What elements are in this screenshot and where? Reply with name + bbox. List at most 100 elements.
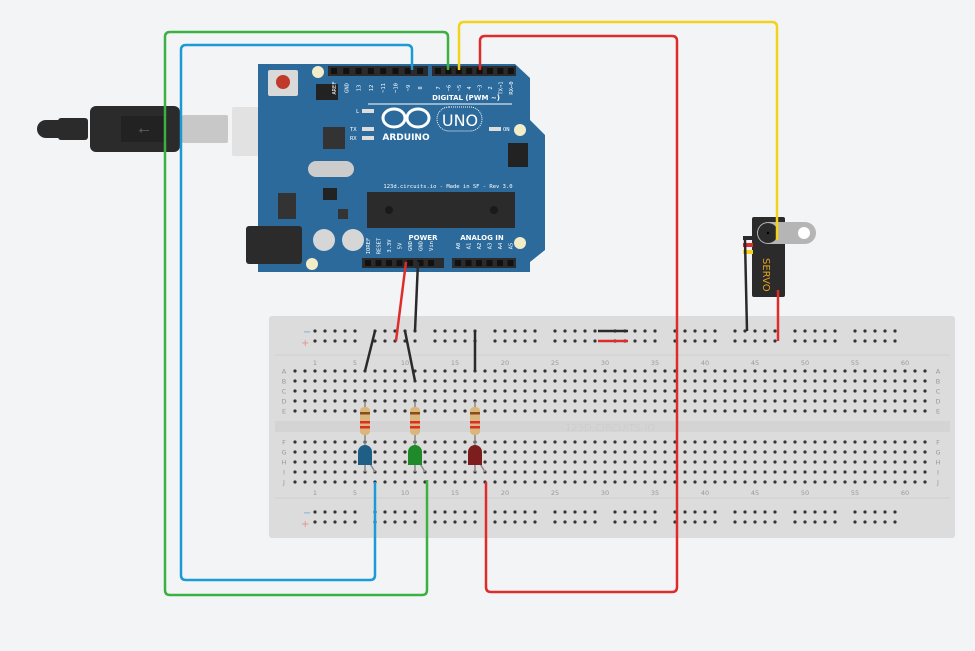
breadboard-hole[interactable] [743,409,747,413]
breadboard-hole[interactable] [873,470,877,474]
rail-hole[interactable] [773,510,777,514]
rail-hole[interactable] [563,510,567,514]
breadboard-hole[interactable] [453,470,457,474]
breadboard-hole[interactable] [923,440,927,444]
breadboard-hole[interactable] [833,369,837,373]
rail-hole[interactable] [593,510,597,514]
breadboard-hole[interactable] [713,379,717,383]
breadboard-hole[interactable] [373,379,377,383]
breadboard-hole[interactable] [923,450,927,454]
breadboard-hole[interactable] [553,399,557,403]
led[interactable] [408,445,422,465]
breadboard-hole[interactable] [553,369,557,373]
rail-hole[interactable] [803,510,807,514]
breadboard-hole[interactable] [553,409,557,413]
breadboard-hole[interactable] [913,389,917,393]
breadboard-hole[interactable] [743,379,747,383]
breadboard-hole[interactable] [703,470,707,474]
breadboard-hole[interactable] [683,440,687,444]
breadboard-hole[interactable] [763,480,767,484]
breadboard-hole[interactable] [423,460,427,464]
rail-hole[interactable] [533,329,537,333]
rail-hole[interactable] [493,329,497,333]
breadboard-hole[interactable] [693,409,697,413]
breadboard-hole[interactable] [373,450,377,454]
breadboard-hole[interactable] [373,399,377,403]
breadboard-hole[interactable] [453,440,457,444]
rail-hole[interactable] [453,329,457,333]
breadboard-hole[interactable] [433,379,437,383]
breadboard-hole[interactable] [723,440,727,444]
breadboard-hole[interactable] [383,460,387,464]
breadboard-hole[interactable] [573,460,577,464]
breadboard-hole[interactable] [853,480,857,484]
rail-hole[interactable] [643,339,647,343]
breadboard-hole[interactable] [833,480,837,484]
rail-hole[interactable] [873,510,877,514]
rail-hole[interactable] [753,520,757,524]
breadboard-hole[interactable] [513,409,517,413]
breadboard-hole[interactable] [403,460,407,464]
red-wire[interactable] [478,34,679,594]
rail-hole[interactable] [493,510,497,514]
breadboard-hole[interactable] [353,409,357,413]
breadboard-hole[interactable] [323,399,327,403]
breadboard-hole[interactable] [733,399,737,403]
breadboard-hole[interactable] [803,440,807,444]
breadboard-hole[interactable] [603,440,607,444]
breadboard-hole[interactable] [913,450,917,454]
breadboard-hole[interactable] [593,460,597,464]
breadboard-hole[interactable] [633,470,637,474]
rail-hole[interactable] [803,329,807,333]
rail-hole[interactable] [573,510,577,514]
breadboard-hole[interactable] [493,389,497,393]
breadboard-hole[interactable] [573,389,577,393]
rail-hole[interactable] [383,329,387,333]
breadboard-hole[interactable] [793,409,797,413]
breadboard-hole[interactable] [803,389,807,393]
breadboard-hole[interactable] [463,480,467,484]
breadboard-hole[interactable] [613,379,617,383]
breadboard-hole[interactable] [393,440,397,444]
rail-hole[interactable] [523,520,527,524]
rail-hole[interactable] [703,329,707,333]
breadboard-hole[interactable] [763,470,767,474]
breadboard-hole[interactable] [743,470,747,474]
breadboard-hole[interactable] [843,369,847,373]
rail-hole[interactable] [653,339,657,343]
breadboard-hole[interactable] [653,389,657,393]
rail-hole[interactable] [703,339,707,343]
breadboard-hole[interactable] [853,399,857,403]
breadboard-hole[interactable] [323,379,327,383]
header-pin[interactable] [445,68,452,74]
breadboard-hole[interactable] [703,440,707,444]
jumper-wire[interactable] [403,330,417,382]
breadboard-hole[interactable] [333,369,337,373]
breadboard-hole[interactable] [593,470,597,474]
rail-hole[interactable] [623,520,627,524]
breadboard-hole[interactable] [743,480,747,484]
breadboard-hole[interactable] [633,460,637,464]
breadboard-hole[interactable] [403,440,407,444]
breadboard-hole[interactable] [483,409,487,413]
breadboard-hole[interactable] [833,450,837,454]
breadboard-hole[interactable] [783,470,787,474]
breadboard-hole[interactable] [293,470,297,474]
breadboard-hole[interactable] [913,369,917,373]
breadboard-hole[interactable] [723,450,727,454]
breadboard-hole[interactable] [403,409,407,413]
breadboard-hole[interactable] [303,379,307,383]
rail-hole[interactable] [583,329,587,333]
breadboard-hole[interactable] [323,480,327,484]
breadboard-hole[interactable] [453,379,457,383]
breadboard-hole[interactable] [463,470,467,474]
rail-hole[interactable] [473,510,477,514]
yellow-wire[interactable] [457,20,779,240]
breadboard-hole[interactable] [483,440,487,444]
breadboard-hole[interactable] [743,369,747,373]
rail-hole[interactable] [763,510,767,514]
breadboard-hole[interactable] [343,470,347,474]
breadboard-hole[interactable] [863,450,867,454]
rail-hole[interactable] [873,339,877,343]
breadboard-hole[interactable] [703,409,707,413]
